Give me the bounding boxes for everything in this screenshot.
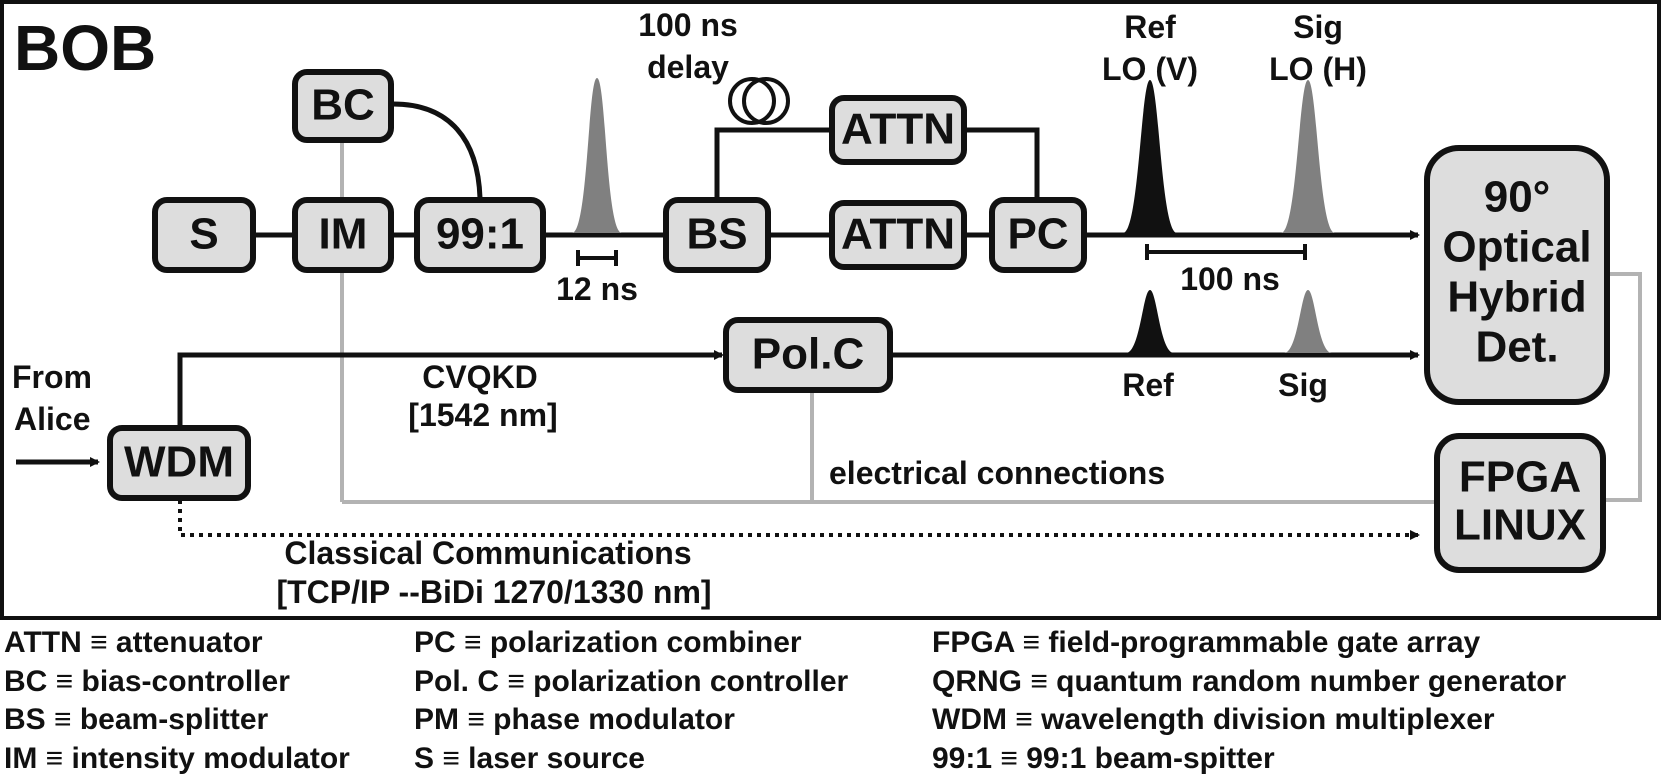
label-sig: Sig (1278, 367, 1328, 403)
label-classical-line2: [TCP/IP --BiDi 1270/1330 nm] (276, 574, 711, 610)
legend-item: IM ≡ intensity modulator (4, 741, 350, 775)
pulse-ref-lo (1123, 80, 1177, 233)
abbreviation-legend: ATTN ≡ attenuator BC ≡ bias-controller B… (0, 624, 1661, 782)
label-ref-lo-line2: LO (V) (1102, 51, 1198, 87)
label-from-alice-line1: From (12, 359, 92, 395)
label-classical-line1: Classical Communications (284, 535, 691, 571)
line-bc-99 (392, 101, 483, 199)
block-hybrid-detector: 90° Optical Hybrid Det. (1424, 145, 1610, 405)
svg-text:LINUX: LINUX (1454, 501, 1586, 550)
delay-coil-icon (728, 77, 790, 125)
svg-text:99:1: 99:1 (436, 210, 524, 259)
svg-text:PC: PC (1007, 210, 1068, 259)
legend-item: PM ≡ phase modulator (414, 703, 735, 736)
pulse-ref (1126, 290, 1174, 353)
legend-item: S ≡ laser source (414, 741, 645, 775)
block-99-1-splitter: 99:1 (414, 197, 546, 273)
bob-diagram: BOB (0, 0, 1661, 620)
svg-text:BS: BS (686, 210, 747, 259)
svg-text:BC: BC (311, 81, 375, 130)
legend-column-2: PC ≡ polarization combiner Pol. C ≡ pola… (414, 624, 848, 778)
svg-text:Det.: Det. (1475, 323, 1558, 372)
legend-item: FPGA ≡ field-programmable gate array (932, 626, 1481, 659)
scale-bars (576, 244, 1307, 266)
block-bs: BS (663, 197, 771, 273)
pulse-sig-lo (1281, 80, 1335, 233)
line-wdm-polc (177, 350, 724, 430)
diagram-frame (0, 0, 1661, 620)
electrical-connections (340, 134, 1642, 504)
block-s: S (152, 197, 256, 273)
svg-text:ATTN: ATTN (841, 105, 955, 154)
label-delay-line1: 100 ns (638, 7, 738, 43)
label-cvqkd-line2: [1542 nm] (408, 397, 557, 433)
label-sig-lo-line2: LO (H) (1269, 51, 1367, 87)
svg-text:FPGA: FPGA (1459, 453, 1581, 502)
line-attn-pc-top (966, 127, 1040, 198)
legend-item: WDM ≡ wavelength division multiplexer (932, 703, 1495, 736)
label-from-alice-line2: Alice (14, 401, 90, 437)
svg-text:Pol.C: Pol.C (752, 330, 864, 379)
label-electrical-connections: electrical connections (829, 455, 1165, 491)
svg-text:ATTN: ATTN (841, 210, 955, 259)
optical-paths (16, 101, 1420, 540)
block-wdm: WDM (107, 425, 251, 501)
legend-item: BS ≡ beam-splitter (4, 703, 269, 736)
elec-hybrid-fpga (1604, 272, 1642, 502)
svg-text:Hybrid: Hybrid (1447, 273, 1586, 322)
legend-item: 99:1 ≡ 99:1 beam-spitter (932, 741, 1275, 775)
legend-item: QRNG ≡ quantum random number generator (932, 664, 1567, 698)
block-polc: Pol.C (723, 317, 893, 393)
label-spacing: 100 ns (1180, 261, 1280, 297)
label-cvqkd-line1: CVQKD (422, 359, 538, 395)
block-bc: BC (292, 69, 394, 143)
legend-item: PC ≡ polarization combiner (414, 626, 802, 659)
svg-text:WDM: WDM (124, 438, 234, 487)
label-delay-line2: delay (647, 49, 729, 85)
block-im: IM (292, 197, 394, 273)
legend-item: BC ≡ bias-controller (4, 664, 290, 698)
diagram-title: BOB (14, 12, 156, 84)
pulse-train-pulse (572, 78, 622, 233)
block-fpga: FPGA LINUX (1434, 433, 1606, 573)
legend-column-1: ATTN ≡ attenuator BC ≡ bias-controller B… (4, 624, 350, 778)
svg-text:S: S (189, 210, 218, 259)
block-pc: PC (989, 197, 1087, 273)
label-ref-lo-line1: Ref (1124, 9, 1176, 45)
label-ref: Ref (1122, 367, 1174, 403)
pulses (572, 78, 1335, 353)
pulse-sig (1284, 290, 1332, 353)
legend-column-3: FPGA ≡ field-programmable gate array QRN… (932, 624, 1566, 778)
line-classical-comms (178, 500, 1420, 540)
label-pulse-width: 12 ns (556, 271, 638, 307)
line-bs-delay (714, 127, 830, 198)
block-attn-bottom: ATTN (829, 200, 967, 270)
label-sig-lo-line1: Sig (1293, 9, 1343, 45)
legend-item: Pol. C ≡ polarization controller (414, 664, 849, 698)
svg-text:90°: 90° (1484, 173, 1551, 222)
legend-item: ATTN ≡ attenuator (4, 626, 263, 659)
block-attn-top: ATTN (829, 95, 967, 165)
svg-text:IM: IM (319, 210, 368, 259)
svg-text:Optical: Optical (1442, 223, 1591, 272)
